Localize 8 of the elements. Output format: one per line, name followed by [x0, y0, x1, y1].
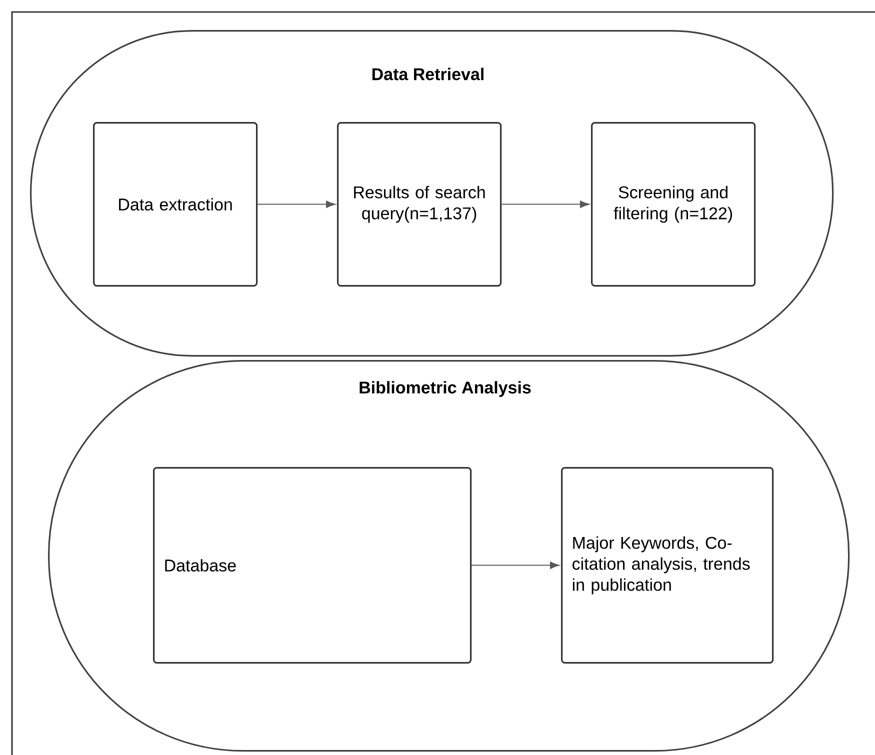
arrow — [471, 562, 560, 569]
process-box: Major Keywords, Co-citation analysis, trends in publication — [561, 467, 774, 664]
process-box: Results of search query(n=1,137) — [337, 122, 502, 287]
process-box: Data extraction — [93, 122, 258, 287]
process-box: Screening and filtering (n=122) — [591, 122, 756, 287]
process-box: Database — [153, 467, 472, 664]
arrow — [501, 200, 590, 208]
arrow — [257, 200, 336, 208]
